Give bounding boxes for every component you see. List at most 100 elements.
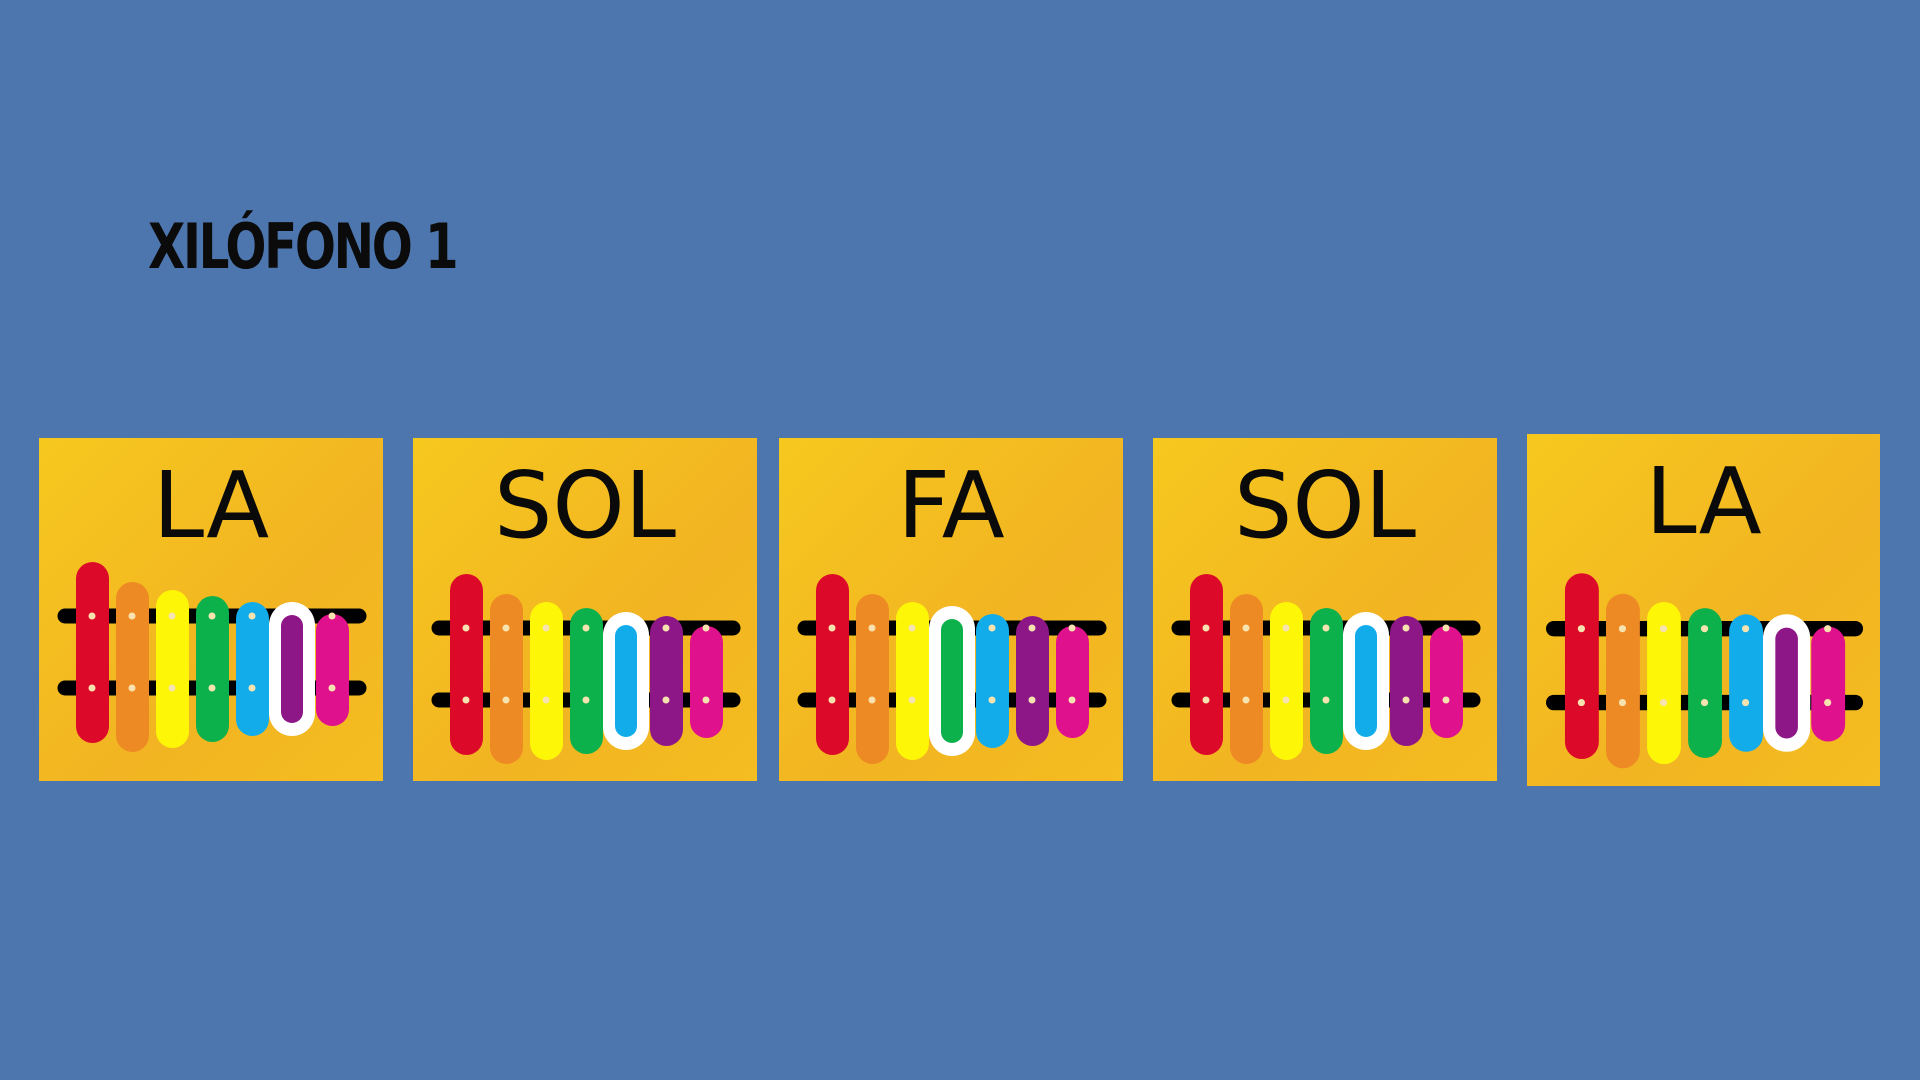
bar-pin — [168, 612, 176, 620]
bar-pin — [702, 696, 710, 704]
xylophone-bar — [1729, 614, 1764, 752]
bar-pin — [582, 696, 590, 704]
xylophone-bar — [1230, 594, 1263, 764]
bar-pin — [462, 624, 470, 632]
bar-pin — [1202, 624, 1210, 632]
note-label: FA — [897, 452, 1005, 559]
bar-pin — [88, 684, 96, 692]
xylophone-bar — [1606, 593, 1640, 769]
bar-pin — [1824, 625, 1832, 633]
bar-pin — [208, 612, 216, 620]
bar-pin — [1741, 698, 1750, 707]
xylophone-bar — [1811, 626, 1846, 742]
bar-pin — [908, 696, 916, 704]
bar-pin — [208, 684, 216, 692]
bar-pin — [1028, 624, 1036, 632]
note-card-3[interactable]: FA — [779, 438, 1123, 781]
xylophone-bar-highlighted — [1775, 627, 1798, 739]
xylophone-bar — [1016, 616, 1049, 746]
bar-pin — [542, 624, 550, 632]
xylophone-bar — [856, 594, 889, 764]
xylophone-bar — [1390, 616, 1423, 746]
bar-pin — [662, 624, 670, 632]
bar-pin — [1741, 625, 1750, 633]
bar-pin — [1618, 698, 1627, 707]
bar-pin — [1824, 698, 1832, 707]
bar-pin — [1700, 698, 1709, 707]
xylophone-bar — [116, 582, 149, 752]
bar-pin — [328, 612, 336, 620]
xylophone-bar — [896, 602, 929, 760]
bar-pin — [988, 696, 996, 704]
xylophone-bar-highlighted — [281, 615, 303, 723]
xylophone-bar — [570, 608, 603, 754]
xylophone-bar — [650, 616, 683, 746]
xylophone-icon — [431, 574, 741, 764]
xylophone-bar — [1310, 608, 1343, 754]
bar-pin — [128, 612, 136, 620]
bar-pin — [828, 696, 836, 704]
xylophone-bar — [76, 562, 109, 743]
bar-pin — [1068, 624, 1076, 632]
bar-pin — [1659, 698, 1668, 707]
bar-pin — [1322, 624, 1330, 632]
note-label: SOL — [493, 452, 677, 559]
xylophone-bar-highlighted — [615, 625, 637, 737]
xylophone-bar — [1190, 574, 1223, 755]
bar-pin — [908, 624, 916, 632]
xylophone-bar — [530, 602, 563, 760]
xylophone-bar — [816, 574, 849, 755]
xylophone-icon — [1545, 573, 1864, 769]
note-label: LA — [152, 452, 270, 559]
note-card-1[interactable]: LA — [39, 438, 383, 781]
xylophone-bar — [196, 596, 229, 742]
bar-pin — [1442, 624, 1450, 632]
bar-pin — [1242, 696, 1250, 704]
note-card-5[interactable]: LA — [1527, 434, 1880, 786]
note-card-2[interactable]: SOL — [413, 438, 757, 781]
bar-pin — [1242, 624, 1250, 632]
xylophone-bar — [1270, 602, 1303, 760]
xylophone-bar — [1564, 573, 1599, 759]
bar-pin — [1322, 696, 1330, 704]
bar-pin — [502, 696, 510, 704]
bar-pin — [1202, 696, 1210, 704]
bar-pin — [1577, 625, 1585, 633]
bar-pin — [988, 624, 996, 632]
bar-pin — [248, 684, 256, 692]
bar-pin — [1700, 625, 1709, 633]
bar-pin — [462, 696, 470, 704]
xylophone-bar — [490, 594, 523, 764]
xylophone-bar — [450, 574, 483, 755]
bar-pin — [168, 684, 176, 692]
bar-pin — [1659, 625, 1668, 633]
note-label: SOL — [1233, 452, 1417, 559]
xylophone-bar — [1056, 626, 1089, 738]
bar-pin — [1618, 625, 1627, 633]
bar-pin — [1028, 696, 1036, 704]
bar-pin — [1068, 696, 1076, 704]
bar-pin — [1402, 696, 1410, 704]
bar-pin — [1282, 624, 1290, 632]
bar-pin — [1442, 696, 1450, 704]
bar-pin — [328, 684, 336, 692]
bar-pin — [128, 684, 136, 692]
bar-pin — [88, 612, 96, 620]
xylophone-bar-highlighted — [1355, 625, 1377, 737]
xylophone-bar-highlighted — [941, 619, 963, 743]
bar-pin — [1402, 624, 1410, 632]
bar-pin — [542, 696, 550, 704]
bar-pin — [702, 624, 710, 632]
bar-pin — [868, 696, 876, 704]
bar-pin — [662, 696, 670, 704]
note-label: LA — [1645, 448, 1762, 555]
xylophone-icon — [797, 574, 1107, 764]
bar-pin — [828, 624, 836, 632]
bar-pin — [1282, 696, 1290, 704]
xylophone-bar — [1688, 608, 1722, 758]
xylophone-bar — [976, 614, 1009, 748]
xylophone-bar — [690, 626, 723, 738]
note-card-4[interactable]: SOL — [1153, 438, 1497, 781]
xylophone-bar — [316, 614, 349, 726]
xylophone-icon — [57, 562, 367, 752]
